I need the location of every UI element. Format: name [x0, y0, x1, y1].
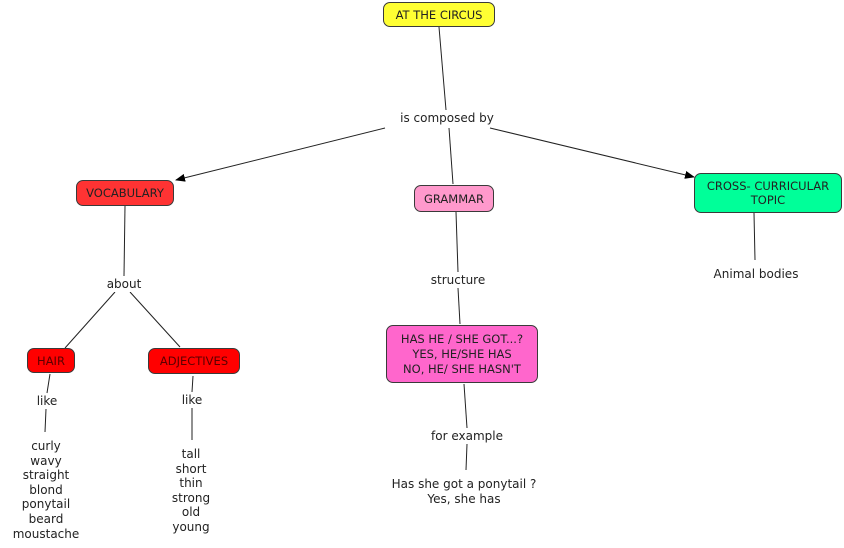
- hair-word: wavy: [30, 453, 62, 468]
- line-adj-to-like: [191, 375, 194, 393]
- node-vocabulary-label: VOCABULARY: [86, 186, 164, 200]
- line-structure-to-box: [457, 287, 461, 325]
- node-adjectives[interactable]: ADJECTIVES: [148, 348, 240, 374]
- hair-word: curly: [31, 439, 61, 453]
- leaf-hair-words: curly wavy straight blond ponytail beard…: [13, 439, 80, 541]
- line-cross-to-animal: [753, 212, 756, 261]
- line-vocab-to-about: [123, 205, 126, 277]
- link-label-hair-like: like: [36, 394, 58, 409]
- adjective-word: short: [175, 461, 207, 476]
- example-answer: Yes, she has: [427, 491, 501, 506]
- node-at-the-circus[interactable]: AT THE CIRCUS: [383, 2, 495, 27]
- link-label-structure: structure: [430, 273, 486, 288]
- node-hair[interactable]: HAIR: [27, 348, 75, 373]
- hair-word: ponytail: [21, 497, 71, 512]
- leaf-adjective-words: tall short thin strong old young: [172, 447, 210, 535]
- adjective-word: old: [181, 505, 201, 520]
- line-about-to-adjectives: [129, 291, 181, 348]
- node-grammar[interactable]: GRAMMAR: [414, 185, 494, 212]
- node-hair-label: HAIR: [37, 353, 65, 368]
- node-adjectives-label: ADJECTIVES: [159, 354, 229, 368]
- link-label-adjectives-like: like: [181, 393, 203, 408]
- node-vocabulary[interactable]: VOCABULARY: [76, 180, 174, 206]
- adjective-word: strong: [171, 490, 211, 505]
- leaf-animal-bodies: Animal bodies: [713, 267, 799, 281]
- link-label-is-composed-by: is composed by: [400, 111, 494, 126]
- link-label-about: about: [106, 277, 142, 292]
- line-box-to-example: [463, 383, 468, 429]
- line-example-to-leaf: [465, 443, 468, 471]
- node-cross-curricular-line1: CROSS- CURRICULAR: [706, 179, 830, 193]
- line-hair-to-like: [46, 373, 51, 394]
- node-cross-curricular-line2: TOPIC: [750, 193, 786, 207]
- structure-line-1: HAS HE / SHE GOT...?: [400, 331, 524, 346]
- node-structure-box[interactable]: HAS HE / SHE GOT...? YES, HE/SHE HAS NO,…: [386, 325, 538, 383]
- adjective-word: tall: [181, 447, 201, 461]
- line-grammar-to-structure: [455, 211, 459, 273]
- line-root-to-label: [438, 26, 447, 111]
- hair-word: beard: [28, 511, 64, 526]
- arrow-to-vocabulary: [175, 127, 386, 182]
- example-question: Has she got a ponytail ?: [391, 477, 537, 491]
- node-cross-curricular-topic[interactable]: CROSS- CURRICULAR TOPIC: [694, 173, 842, 213]
- hair-word: blond: [29, 482, 63, 497]
- structure-line-3: NO, HE/ SHE HASN'T: [403, 361, 521, 376]
- structure-line-2: YES, HE/SHE HAS: [412, 346, 512, 361]
- hair-word: straight: [22, 468, 70, 483]
- arrow-to-cross-curricular: [489, 127, 695, 179]
- node-grammar-label: GRAMMAR: [423, 191, 484, 206]
- link-label-for-example: for example: [431, 429, 503, 444]
- hair-word: moustache: [12, 526, 80, 541]
- line-like-to-hair-words: [44, 408, 47, 433]
- line-to-grammar: [448, 127, 454, 185]
- leaf-example: Has she got a ponytail ? Yes, she has: [392, 477, 537, 506]
- line-about-to-hair: [64, 291, 116, 349]
- node-at-the-circus-label: AT THE CIRCUS: [395, 7, 483, 22]
- adjective-word: young: [172, 519, 210, 534]
- adjective-word: thin: [179, 476, 203, 491]
